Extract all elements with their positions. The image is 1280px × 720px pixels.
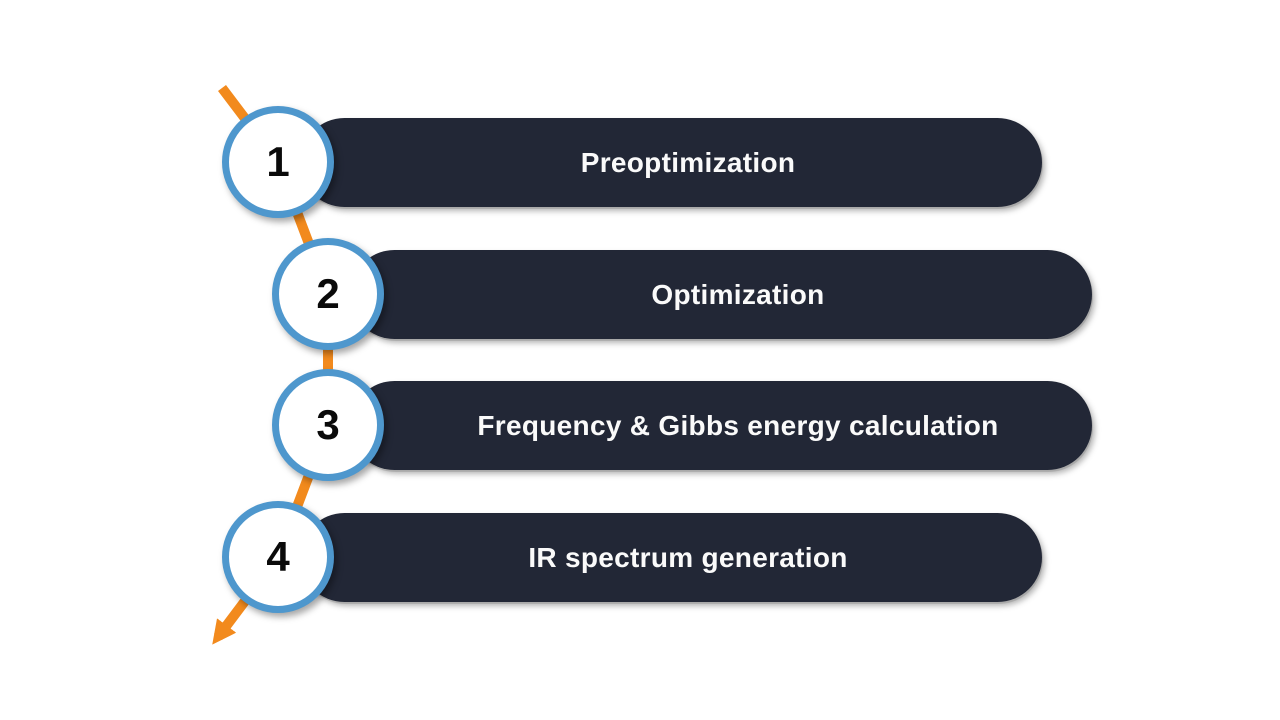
step-label-3: Frequency & Gibbs energy calculation [477, 409, 999, 441]
step-number-2: 2 [316, 270, 340, 317]
step-label-1: Preoptimization [580, 146, 796, 178]
step-bar-3: Frequency & Gibbs energy calculation [350, 381, 1092, 470]
step-label-2: Optimization [651, 278, 825, 310]
step-number-4: 4 [266, 533, 290, 580]
step-number-circle-4: 4 [222, 501, 334, 613]
step-number-3: 3 [316, 401, 340, 448]
step-number-circle-1: 1 [222, 106, 334, 218]
step-number-circle-3: 3 [272, 369, 384, 481]
step-number-1: 1 [266, 138, 290, 185]
step-bar-1: Preoptimization [300, 118, 1042, 207]
step-bar-2: Optimization [350, 250, 1092, 339]
step-number-circle-2: 2 [272, 238, 384, 350]
step-label-4: IR spectrum generation [528, 541, 848, 573]
step-bar-4: IR spectrum generation [300, 513, 1042, 602]
